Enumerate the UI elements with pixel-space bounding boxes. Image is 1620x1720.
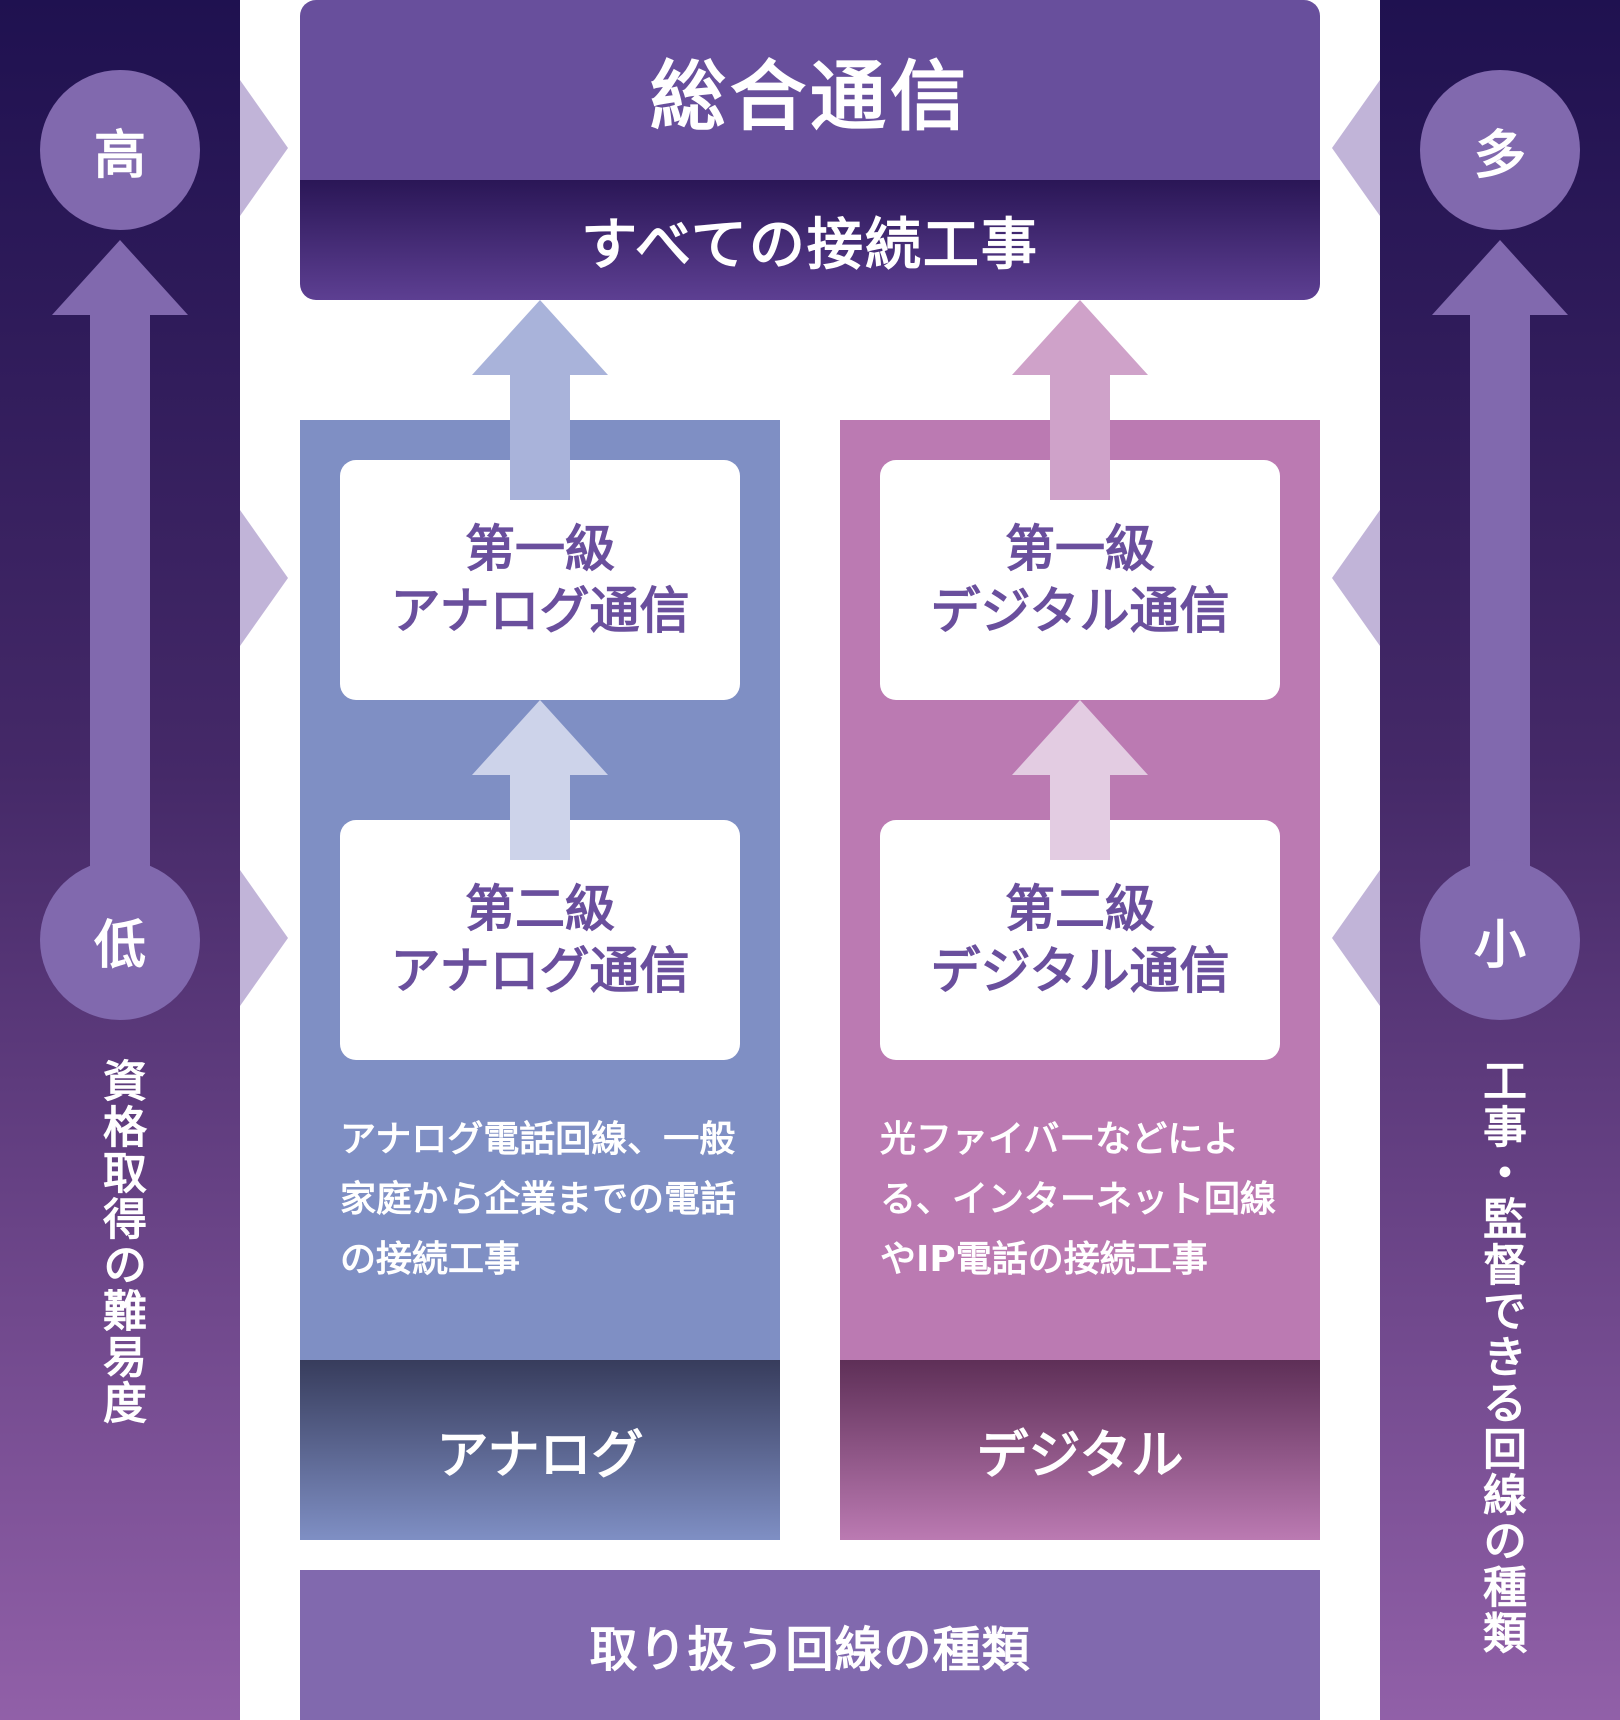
right-chevron-top bbox=[1332, 80, 1380, 216]
general-communication-title: 総合通信 bbox=[300, 0, 1320, 180]
line-types-axis-label: 工事・監督できる回線の種類 bbox=[1475, 1058, 1526, 1656]
left-chevron-bottom bbox=[240, 870, 288, 1006]
line-types-few-badge: 小 bbox=[1420, 860, 1580, 1020]
line-types-bar: 取り扱う回線の種類 bbox=[300, 1570, 1320, 1720]
left-chevron-middle bbox=[240, 510, 288, 646]
right-scale-arrow bbox=[1432, 240, 1568, 1000]
difficulty-axis-label: 資格取得の難易度 bbox=[95, 1058, 146, 1426]
general-communication-subtitle: すべての接続工事 bbox=[300, 180, 1320, 300]
analog-second-class-card: 第二級 アナログ通信 bbox=[340, 820, 740, 1060]
line-types-many-badge: 多 bbox=[1420, 70, 1580, 230]
digital-footer: デジタル bbox=[840, 1360, 1320, 1540]
analog-second-to-first-arrow bbox=[472, 700, 608, 860]
left-chevron-top bbox=[240, 80, 288, 216]
analog-to-general-arrow bbox=[472, 300, 608, 500]
analog-description: アナログ電話回線、一般家庭から企業までの電話の接続工事 bbox=[340, 1119, 737, 1280]
digital-to-general-arrow bbox=[1012, 300, 1148, 500]
right-chevron-middle bbox=[1332, 510, 1380, 646]
digital-description: 光ファイバーなどによる、インターネット回線やIP電話の接続工事 bbox=[880, 1119, 1277, 1280]
difficulty-low-badge: 低 bbox=[40, 860, 200, 1020]
right-chevron-bottom bbox=[1332, 870, 1380, 1006]
difficulty-high-badge: 高 bbox=[40, 70, 200, 230]
analog-column: 第一級 アナログ通信 第二級 アナログ通信 アナログ電話回線、一般家庭から企業ま… bbox=[300, 420, 780, 1540]
digital-second-to-first-arrow bbox=[1012, 700, 1148, 860]
left-scale-arrow bbox=[52, 240, 188, 1000]
analog-footer: アナログ bbox=[300, 1360, 780, 1540]
general-communication-box: 総合通信 すべての接続工事 bbox=[300, 0, 1320, 300]
